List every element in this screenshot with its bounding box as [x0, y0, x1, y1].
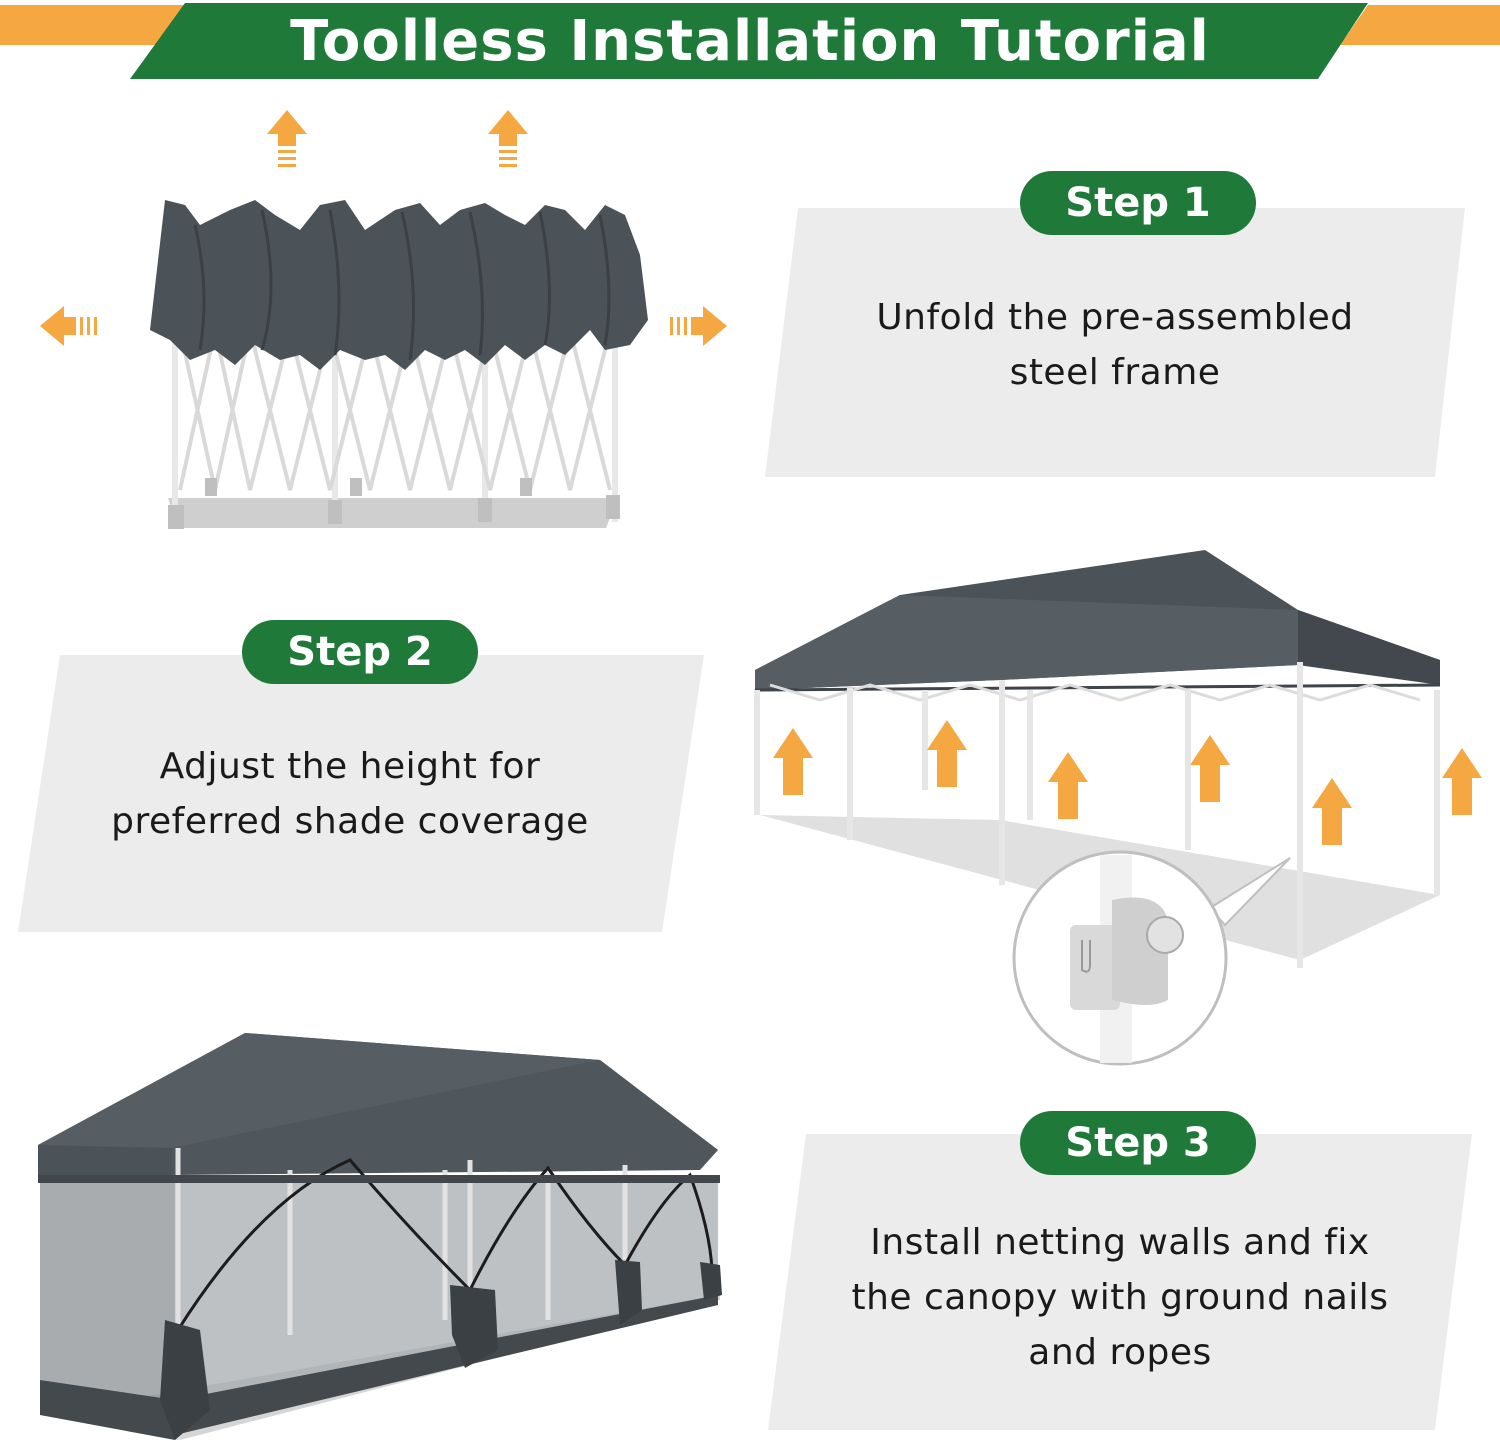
step1-line-1: Unfold the pre-assembled [876, 297, 1354, 338]
step1-description: Unfold the pre-assembled steel frame [790, 290, 1440, 400]
folded-frame-image [150, 200, 648, 529]
step3-line-3: and ropes [1028, 1332, 1212, 1373]
step1-badge: Step 1 [1020, 171, 1256, 235]
netted-canopy-image [38, 1033, 722, 1440]
arrow-up-icon [773, 720, 1482, 845]
step3-line-2: the canopy with ground nails [851, 1277, 1389, 1318]
header-green-banner [130, 3, 1368, 79]
height-lock-icon [1012, 850, 1291, 1066]
step1-panel [765, 208, 1465, 477]
header-orange-bar-right [1340, 5, 1500, 45]
step3-line-1: Install netting walls and fix [870, 1222, 1370, 1263]
step2-panel [18, 655, 704, 932]
step2-line-2: preferred shade coverage [111, 801, 589, 842]
step1-line-2: steel frame [1009, 352, 1221, 393]
page-title: Toolless Installation Tutorial [290, 8, 1210, 74]
step2-line-1: Adjust the height for [159, 746, 541, 787]
header-orange-bar-left [0, 5, 185, 45]
step2-description: Adjust the height for preferred shade co… [30, 739, 670, 849]
arrow-up-icon [488, 110, 528, 167]
step3-badge: Step 3 [1020, 1111, 1256, 1175]
step3-panel [768, 1134, 1472, 1430]
arrow-up-icon [267, 110, 307, 167]
arrow-left-icon [40, 306, 97, 346]
step3-description: Install netting walls and fix the canopy… [790, 1215, 1450, 1380]
arrow-right-icon [670, 306, 727, 346]
step2-badge: Step 2 [242, 620, 478, 684]
